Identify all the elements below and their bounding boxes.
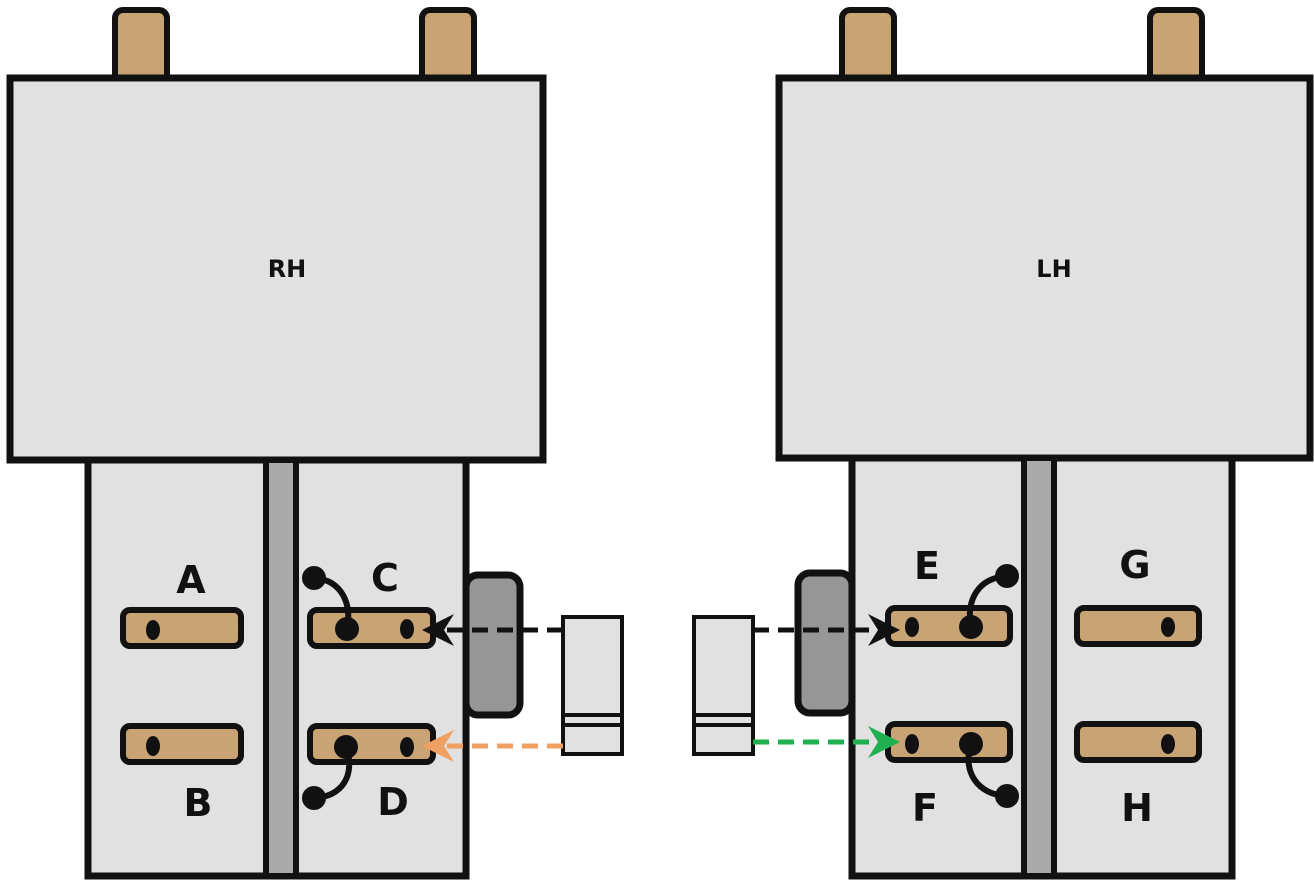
terminal-g xyxy=(1074,605,1202,647)
lh-bus-bar xyxy=(1021,455,1057,879)
terminal-h-label: H xyxy=(1121,786,1153,830)
rh-head xyxy=(6,74,547,464)
terminal-d xyxy=(302,723,436,810)
terminal-b xyxy=(120,723,244,765)
lh-post-right xyxy=(1147,7,1205,85)
arrow-to-terminal-d xyxy=(422,730,563,762)
lh-head xyxy=(775,74,1314,462)
rh-label: RH xyxy=(268,255,307,283)
lh-post-left xyxy=(839,7,897,85)
terminal-b-label: B xyxy=(184,781,213,825)
terminal-c-label: C xyxy=(371,556,399,600)
lh-label: LH xyxy=(1036,255,1071,283)
terminal-h xyxy=(1074,721,1202,763)
terminal-f-label: F xyxy=(912,786,938,830)
connector-plug-right xyxy=(561,615,624,756)
rh-unit: RH A B C xyxy=(6,7,547,880)
terminal-d-label: D xyxy=(377,780,409,824)
rh-side-knob xyxy=(462,571,524,719)
rh-post-right xyxy=(419,7,477,85)
rh-bus-bar xyxy=(263,457,299,879)
terminal-e-label: E xyxy=(914,544,940,588)
terminal-a xyxy=(120,607,244,649)
terminal-e xyxy=(885,564,1019,647)
arrow-to-terminal-e xyxy=(753,614,900,646)
connector-plug-left xyxy=(692,615,755,756)
terminal-f xyxy=(885,721,1019,808)
arrow-to-terminal-f xyxy=(753,726,900,758)
terminal-a-label: A xyxy=(176,558,206,602)
lh-unit: LH E F G xyxy=(775,7,1314,880)
rh-post-left xyxy=(112,7,170,85)
terminal-c xyxy=(302,566,436,649)
lh-side-knob xyxy=(794,569,856,717)
arrow-to-terminal-c xyxy=(422,614,563,646)
terminal-g-label: G xyxy=(1119,543,1150,587)
